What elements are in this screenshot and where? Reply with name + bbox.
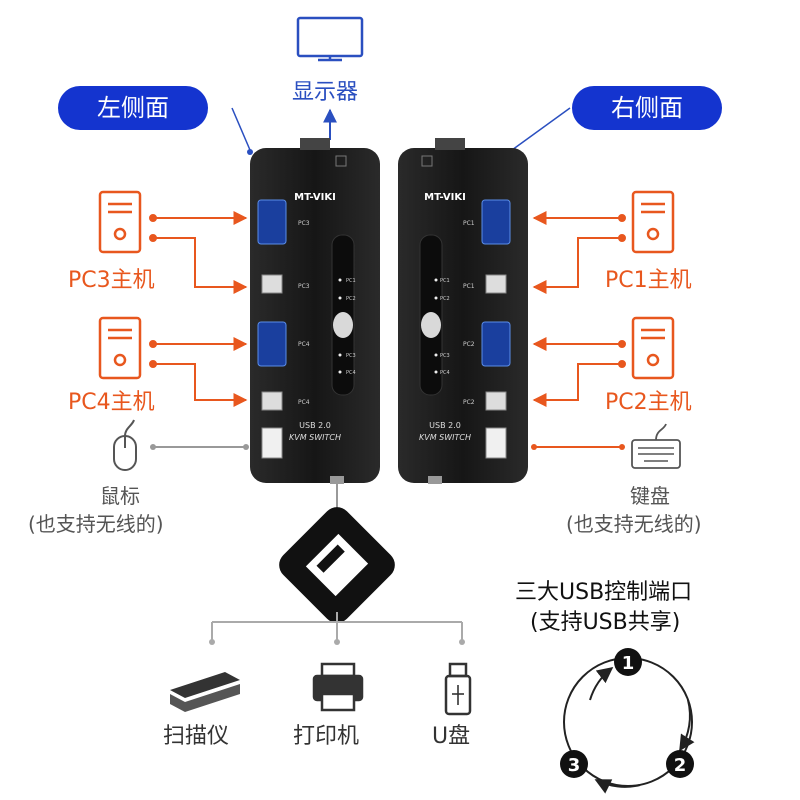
pc-tower-icon [98,316,142,380]
cycle-node-1: 1 [614,648,642,676]
vga-port-pc1 [481,199,511,245]
led-label: PC3 [346,353,356,359]
svg-text:3: 3 [568,755,581,776]
left-side-pointer [231,107,251,151]
usb-b-port-pc2 [485,391,507,411]
vga-port-pc3 [257,199,287,245]
printer-icon [312,662,364,712]
mouse-sub-label: (也支持无线的) [28,512,164,536]
led-label: PC2 [346,296,356,302]
usb-share-lines [211,612,463,640]
keyboard-cable [531,444,625,450]
usb-ports-title: 三大USB控制端口 [515,580,693,605]
pc-tower-icon [98,190,142,254]
port-label: PC3 [298,220,310,227]
mouse-label: 鼠标 [100,484,140,508]
pc2-cables [532,337,626,407]
port-label: PC1 [463,220,475,227]
model-right-1: USB 2.0 [429,421,461,430]
pc2-label: PC2主机 [605,390,692,415]
port-label: PC2 [463,399,475,406]
port-label: PC4 [298,399,310,406]
keyboard-icon [631,423,681,469]
pc-tower-icon [631,190,675,254]
svg-text:1: 1 [622,653,635,674]
keyboard-label: 键盘 [630,484,670,508]
cycle-arrow-2 [679,699,695,752]
port-label: PC1 [463,283,475,290]
svg-text:2: 2 [674,755,687,776]
scanner-label: 扫描仪 [163,724,230,749]
usb-port-icon [279,507,395,623]
port-label: PC4 [298,341,310,348]
keyboard-sub-label: (也支持无线的) [566,512,702,536]
brand-right: MT-VIKI [424,192,466,203]
pc3-label: PC3主机 [68,268,155,293]
led-label: PC4 [346,370,356,376]
usb-a-port-mouse [261,427,283,459]
pc4-cables [149,337,248,407]
usb-b-port-pc4 [261,391,283,411]
cycle-arrow-1 [589,667,614,701]
usb-ports-subtitle: (支持USB共享) [530,610,681,635]
led-label: PC1 [440,278,450,284]
brand-left: MT-VIKI [294,192,336,203]
cycle-arrow-3 [594,779,641,794]
led-label: PC2 [440,296,450,302]
usb-b-port-pc3 [261,274,283,294]
led-label: PC1 [346,278,356,284]
pc-tower-icon [631,316,675,380]
left-side-pill: 左侧面 [58,86,208,130]
model-right-2: KVM SWITCH [419,433,471,442]
right-side-pointer [511,107,571,151]
led-label: PC4 [440,370,450,376]
right-side-pill: 右侧面 [572,86,722,130]
port-label: PC2 [463,341,475,348]
kvm-right-side [398,138,528,484]
printer-label: 打印机 [293,724,360,749]
pc3-cables [149,211,248,294]
scanner-icon [170,672,240,712]
pc4-label: PC4主机 [68,390,155,415]
pc1-cables [532,211,626,294]
port-label: PC3 [298,283,310,290]
udisk-label: U盘 [432,724,471,749]
cycle-node-2: 2 [666,750,694,778]
monitor-icon [296,16,364,62]
usb-b-port-pc1 [485,274,507,294]
vga-port-pc4 [257,321,287,367]
cycle-node-3: 3 [560,750,588,778]
pc1-label: PC1主机 [605,268,692,293]
mouse-cable [150,444,249,450]
model-left-2: KVM SWITCH [289,433,341,442]
model-left-1: USB 2.0 [299,421,331,430]
usb-drive-icon [444,662,472,716]
vga-port-pc2 [481,321,511,367]
kvm-left-side [250,138,380,484]
display-label: 显示器 [292,80,359,105]
mouse-icon [113,419,137,471]
led-label: PC3 [440,353,450,359]
usb-a-port-keyboard [485,427,507,459]
